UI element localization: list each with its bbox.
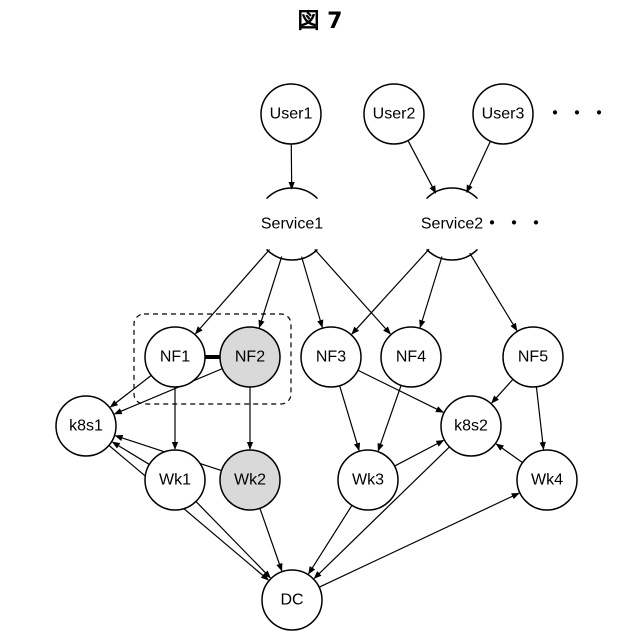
- wk3-label: Wk3: [352, 472, 384, 489]
- edge-service2-to-nf3: [352, 249, 429, 334]
- dc-label: DC: [280, 592, 303, 609]
- edge-user2-to-service2: [408, 141, 436, 194]
- service2-bottom-arc: [427, 249, 478, 260]
- edge-service1-to-nf2: [259, 256, 281, 327]
- edge-service2-to-nf4: [420, 256, 442, 327]
- service2-label: Service2: [421, 216, 483, 233]
- edge-user3-to-service2: [467, 141, 491, 192]
- edge-nf4-to-wk3: [378, 385, 401, 450]
- node-nf5[interactable]: NF5: [503, 327, 563, 387]
- user2-label: User2: [373, 106, 416, 123]
- node-wk2[interactable]: Wk2: [220, 450, 280, 510]
- node-user3[interactable]: User3: [473, 84, 533, 144]
- edge-wk1-to-dc: [196, 501, 270, 577]
- node-nf3[interactable]: NF3: [301, 327, 361, 387]
- edge-service1-to-nf1: [195, 250, 269, 334]
- edge-wk4-to-k8s2: [496, 444, 522, 463]
- wk1-label: Wk1: [159, 472, 191, 489]
- edge-nf1-to-k8s1: [110, 375, 151, 407]
- node-wk1[interactable]: Wk1: [145, 450, 205, 510]
- edge-nf5-to-wk4: [536, 387, 543, 449]
- nf1-label: NF1: [160, 349, 190, 366]
- edge-nf3-to-wk3: [340, 386, 359, 451]
- edge-wk3-to-k8s2: [395, 440, 444, 466]
- node-dc[interactable]: DC: [262, 570, 322, 630]
- figure-title: 図 7: [298, 9, 343, 34]
- k8s2-label: k8s2: [454, 418, 488, 435]
- node-nf4[interactable]: NF4: [381, 327, 441, 387]
- node-k8s2[interactable]: k8s2: [441, 396, 501, 456]
- node-wk3[interactable]: Wk3: [338, 450, 398, 510]
- node-nf2[interactable]: NF2: [220, 327, 280, 387]
- user3-label: User3: [482, 106, 525, 123]
- nf3-label: NF3: [316, 349, 346, 366]
- node-service1[interactable]: Service1: [261, 216, 323, 233]
- service1-bottom-arc: [267, 249, 318, 260]
- services-ellipsis: ・・・: [482, 213, 548, 235]
- nf2-label: NF2: [235, 349, 265, 366]
- service1-top-arc: [267, 188, 318, 199]
- nodes: User1 User2 User3 ・・・ Service1 Service2 …: [56, 84, 611, 630]
- edge-service1-to-nf4: [315, 249, 391, 334]
- edge-wk2-to-dc: [260, 508, 282, 570]
- service1-label: Service1: [261, 216, 323, 233]
- node-user1[interactable]: User1: [261, 84, 321, 144]
- nf5-label: NF5: [518, 349, 548, 366]
- edge-dc-to-wk4: [319, 493, 519, 587]
- edge-nf5-to-k8s2: [492, 379, 513, 403]
- user1-label: User1: [270, 106, 313, 123]
- edge-service1-to-nf3: [302, 257, 323, 328]
- k8s1-label: k8s1: [69, 418, 103, 435]
- node-nf1[interactable]: NF1: [145, 327, 205, 387]
- node-wk4[interactable]: Wk4: [517, 450, 577, 510]
- edge-service2-to-nf5: [470, 253, 517, 330]
- node-user2[interactable]: User2: [364, 84, 424, 144]
- node-service2[interactable]: Service2: [421, 216, 483, 233]
- node-k8s1[interactable]: k8s1: [56, 396, 116, 456]
- users-ellipsis: ・・・: [545, 103, 611, 125]
- wk4-label: Wk4: [531, 472, 563, 489]
- wk2-label: Wk2: [234, 472, 266, 489]
- nf4-label: NF4: [396, 349, 426, 366]
